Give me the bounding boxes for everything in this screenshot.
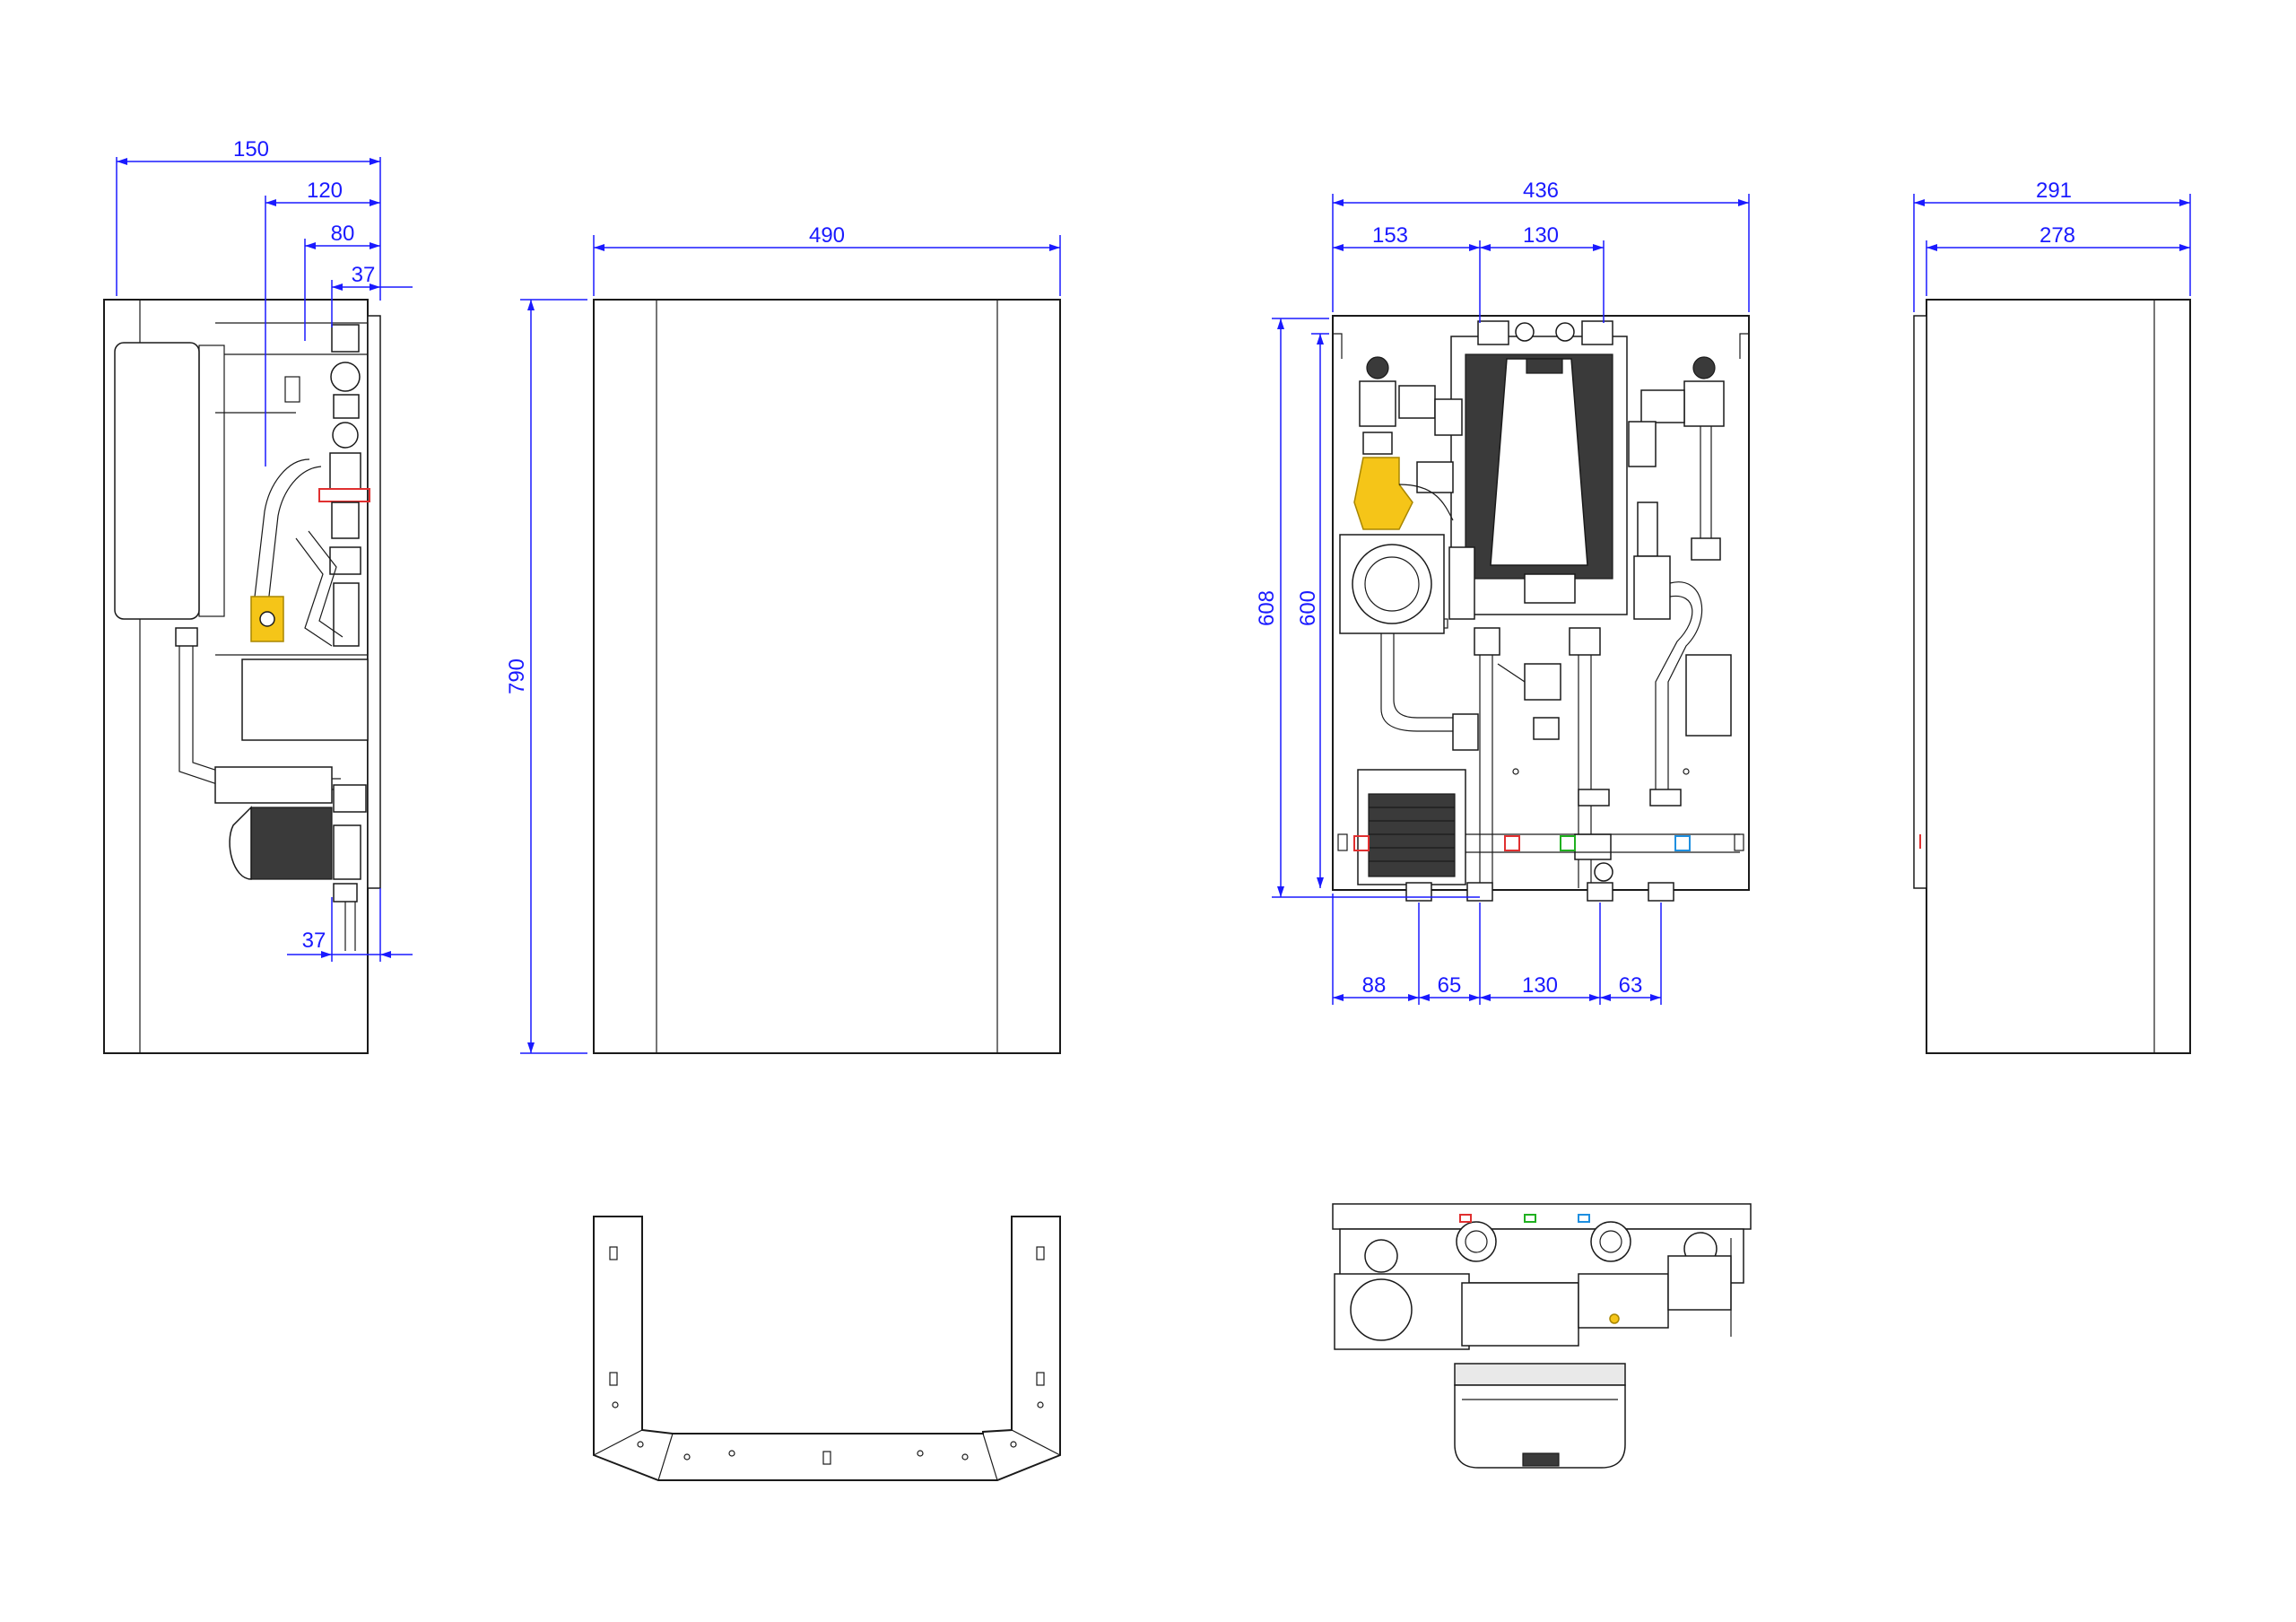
- dim-490: 490: [809, 223, 845, 248]
- dim-608: 608: [1255, 590, 1279, 626]
- dim-37-bottom: 37: [302, 929, 326, 953]
- side-view-left: [103, 299, 381, 1054]
- dim-153: 153: [1372, 223, 1408, 248]
- side-right-dimensions: 291 278: [1913, 179, 2191, 312]
- unit-top-view: [1332, 1203, 1752, 1469]
- dim-130-bottom: 130: [1522, 973, 1558, 998]
- front-cover-view: [593, 299, 1061, 1054]
- dim-600: 600: [1296, 590, 1320, 626]
- dim-436: 436: [1523, 179, 1559, 203]
- front-open-dimensions: 436 153 130 608 600 88: [1255, 179, 1750, 1005]
- dim-37-top: 37: [352, 263, 376, 287]
- cover-top-view: [593, 1216, 1061, 1481]
- dim-150: 150: [233, 137, 269, 161]
- dim-80: 80: [331, 222, 355, 246]
- front-cover-dimensions: 490 790: [505, 223, 1061, 1054]
- dim-88: 88: [1362, 973, 1387, 998]
- dim-291: 291: [2036, 179, 2072, 203]
- dim-63: 63: [1619, 973, 1643, 998]
- dim-790: 790: [505, 658, 529, 694]
- dim-65: 65: [1438, 973, 1462, 998]
- dim-278: 278: [2039, 223, 2075, 248]
- front-open-view: [1332, 315, 1750, 902]
- side-view-right: [1913, 299, 2191, 1054]
- dim-130-top: 130: [1523, 223, 1559, 248]
- side-left-dimensions: 150 120 80 37 37: [116, 137, 413, 962]
- dim-120: 120: [307, 179, 343, 203]
